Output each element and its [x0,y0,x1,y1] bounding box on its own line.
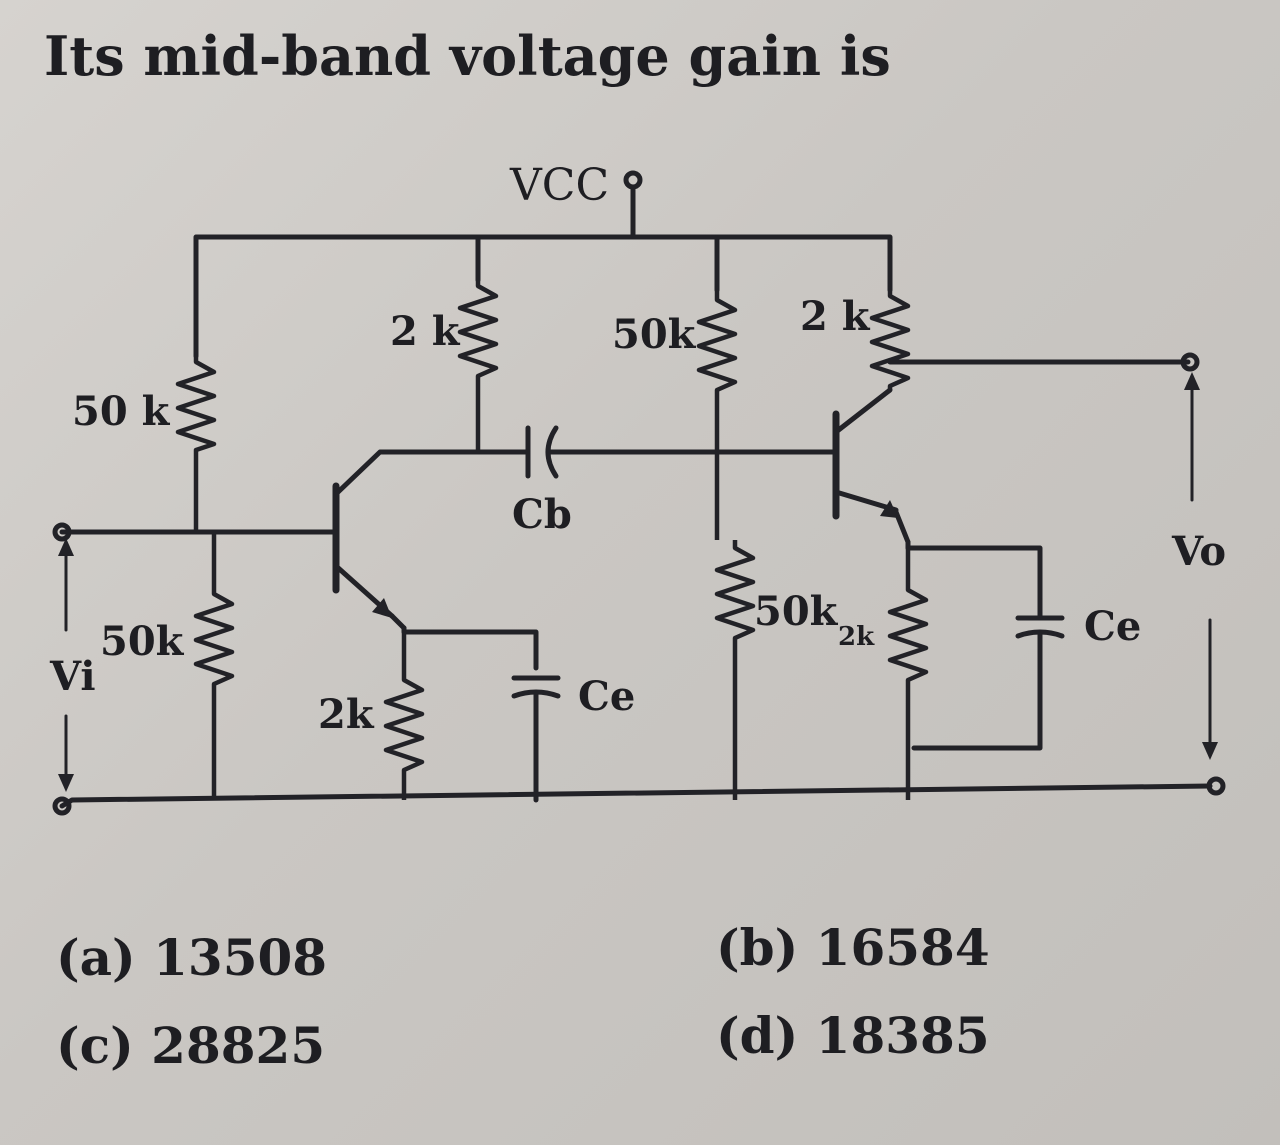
input-voltage-label: Vi [49,653,96,700]
resistor-bias-top-2-label: 50k [612,311,697,358]
output-terminal-bottom [1206,776,1226,796]
vcc-rail [193,234,893,359]
resistor-bias-top-2: 50k [612,290,738,540]
resistor-bias-top-1: 50 k [72,356,217,532]
resistor-bias-bottom-2-label: 50k [754,588,839,635]
vcc-terminal: VCC [509,160,643,240]
option-a: (a) 13508 [56,928,328,987]
output-terminal-top [1180,352,1200,372]
input-terminal-top [52,522,72,542]
resistor-emitter-2-label: 2k [838,622,875,652]
resistor-bias-top-1-label: 50 k [72,388,171,435]
option-d: (d) 18385 [716,1006,990,1065]
capacitor-bypass-1: Ce [511,673,635,803]
capacitor-bypass-2: Ce [911,597,1141,751]
capacitor-bypass-2-label: Ce [1084,603,1141,650]
output-voltage-label: Vo [1171,528,1226,575]
ground-rail [59,783,1213,809]
transistor-q1 [332,449,481,631]
transistor-q2 [832,387,911,545]
input-voltage-indicator: Vi [49,538,96,792]
question-text: Its mid-band voltage gain is [44,24,891,88]
resistor-collector-1: 2 k [390,280,499,452]
resistor-collector-2-label: 2 k [800,293,871,340]
output-voltage-indicator: Vo [1171,372,1226,760]
option-c: (c) 28825 [56,1016,326,1075]
vcc-label: VCC [509,160,609,211]
resistor-emitter-1-label: 2k [318,691,375,738]
resistor-emitter-1: 2k [318,632,425,800]
resistor-collector-2: 2 k [800,290,911,390]
wire-emitter2 [905,539,1043,603]
resistor-collector-1-label: 2 k [390,308,461,355]
resistor-emitter-2: 2k [838,548,929,800]
capacitor-coupling: Cb [512,425,838,538]
resistor-bias-bottom-1: 50k [100,532,235,800]
option-b: (b) 16584 [716,918,990,977]
resistor-bias-bottom-1-label: 50k [100,618,185,665]
input-terminal-bottom [52,796,72,816]
capacitor-bypass-1-label: Ce [578,673,635,720]
resistor-bias-bottom-2: 50k [714,540,839,800]
wire-emitter1 [401,625,539,671]
capacitor-coupling-label: Cb [512,491,572,538]
